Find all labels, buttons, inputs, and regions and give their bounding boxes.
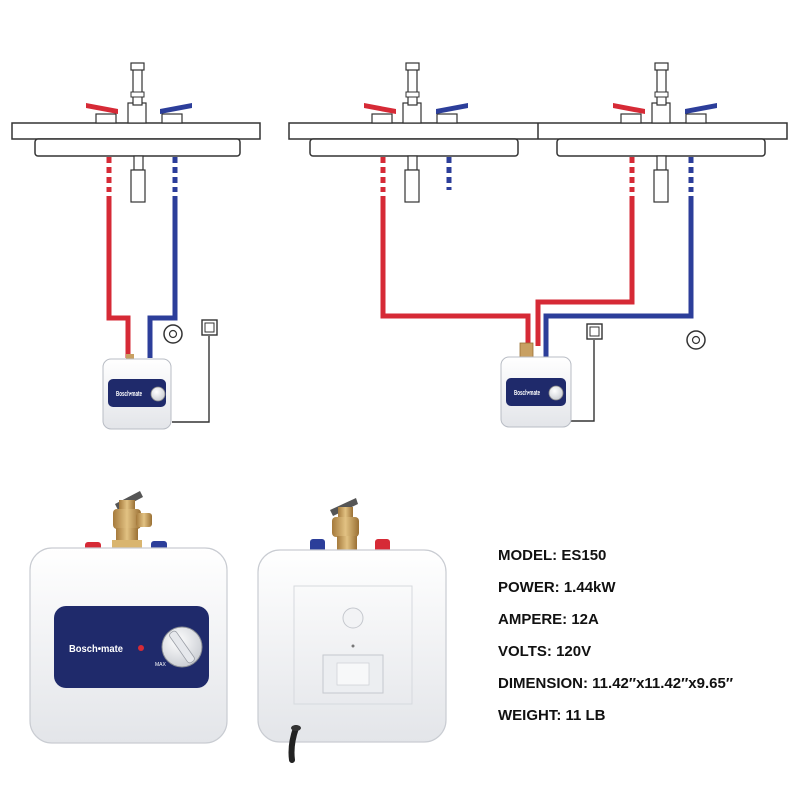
heater-logo-small-right: Bosch•mate bbox=[514, 390, 540, 397]
faucet-icon bbox=[127, 62, 147, 124]
tp-valve-icon bbox=[330, 498, 359, 558]
spec-label: WEIGHT: bbox=[498, 707, 562, 724]
blue-knob-icon bbox=[160, 103, 192, 124]
tp-valve-icon bbox=[112, 491, 152, 550]
spec-value: 120V bbox=[556, 643, 592, 660]
blue-knob-icon bbox=[685, 103, 717, 124]
spec-value: 11.42″x11.42″x9.65″ bbox=[592, 675, 734, 692]
drain-trap-right-b bbox=[653, 155, 669, 203]
dial-label-max: MAX bbox=[155, 662, 167, 668]
spec-label: DIMENSION: bbox=[498, 675, 588, 692]
heater-back-view bbox=[257, 498, 447, 763]
faucet-icon bbox=[402, 62, 422, 124]
countertop-left bbox=[11, 122, 261, 140]
power-cord-icon bbox=[288, 725, 301, 763]
heater-small-right: Bosch•mate bbox=[500, 342, 572, 428]
spec-value: 12A bbox=[571, 611, 599, 628]
heater-small-left: Bosch•mate bbox=[102, 354, 172, 430]
drain-trap-right-a bbox=[404, 155, 420, 203]
hot-pipe-right-b bbox=[535, 196, 635, 346]
spec-power: POWER: 1.44kW bbox=[498, 572, 733, 604]
basin-right-a bbox=[309, 138, 519, 157]
spec-list: MODEL: ES150 POWER: 1.44kW AMPERE: 12A V… bbox=[498, 540, 733, 732]
spec-label: AMPERE: bbox=[498, 611, 568, 628]
basin-left bbox=[34, 138, 241, 157]
power-outlet-icon bbox=[586, 323, 603, 340]
red-knob-icon bbox=[364, 103, 396, 124]
power-cord-left bbox=[172, 336, 210, 423]
spec-ampere: AMPERE: 12A bbox=[498, 604, 733, 636]
shutoff-valve-icon bbox=[163, 324, 183, 344]
spec-value: ES150 bbox=[561, 547, 607, 564]
shutoff-valve-icon bbox=[686, 330, 706, 350]
spec-label: MODEL: bbox=[498, 547, 558, 564]
heater-logo-front: Bosch•mate bbox=[69, 644, 123, 655]
temperature-dial[interactable] bbox=[161, 626, 203, 668]
red-knob-icon bbox=[86, 103, 118, 124]
spec-value: 1.44kW bbox=[563, 579, 616, 596]
basin-right-b bbox=[556, 138, 766, 157]
spec-value: 11 LB bbox=[565, 707, 606, 724]
sink-left: Bosch•mate bbox=[11, 62, 261, 430]
spec-label: VOLTS: bbox=[498, 643, 552, 660]
hot-pipe-right-a bbox=[380, 196, 531, 346]
heater-front-view: Bosch•mate MAX bbox=[29, 491, 228, 744]
heater-logo-small-left: Bosch•mate bbox=[116, 391, 142, 398]
spec-model: MODEL: ES150 bbox=[498, 540, 733, 572]
red-knob-icon bbox=[613, 103, 645, 124]
cold-pipe-left bbox=[147, 196, 178, 358]
spec-volts: VOLTS: 120V bbox=[498, 636, 733, 668]
drain-trap-left bbox=[130, 155, 146, 203]
hot-pipe-left bbox=[106, 196, 131, 358]
cold-pipe-right bbox=[543, 196, 694, 358]
blue-knob-icon bbox=[436, 103, 468, 124]
spec-label: POWER: bbox=[498, 579, 560, 596]
power-cord-right bbox=[570, 340, 595, 422]
faucet-icon bbox=[651, 62, 671, 124]
spec-weight: WEIGHT: 11 LB bbox=[498, 700, 733, 732]
sink-right-pair: Bosch•mate bbox=[288, 62, 788, 428]
spec-dimension: DIMENSION: 11.42″x11.42″x9.65″ bbox=[498, 668, 733, 700]
power-outlet-icon bbox=[201, 319, 218, 336]
